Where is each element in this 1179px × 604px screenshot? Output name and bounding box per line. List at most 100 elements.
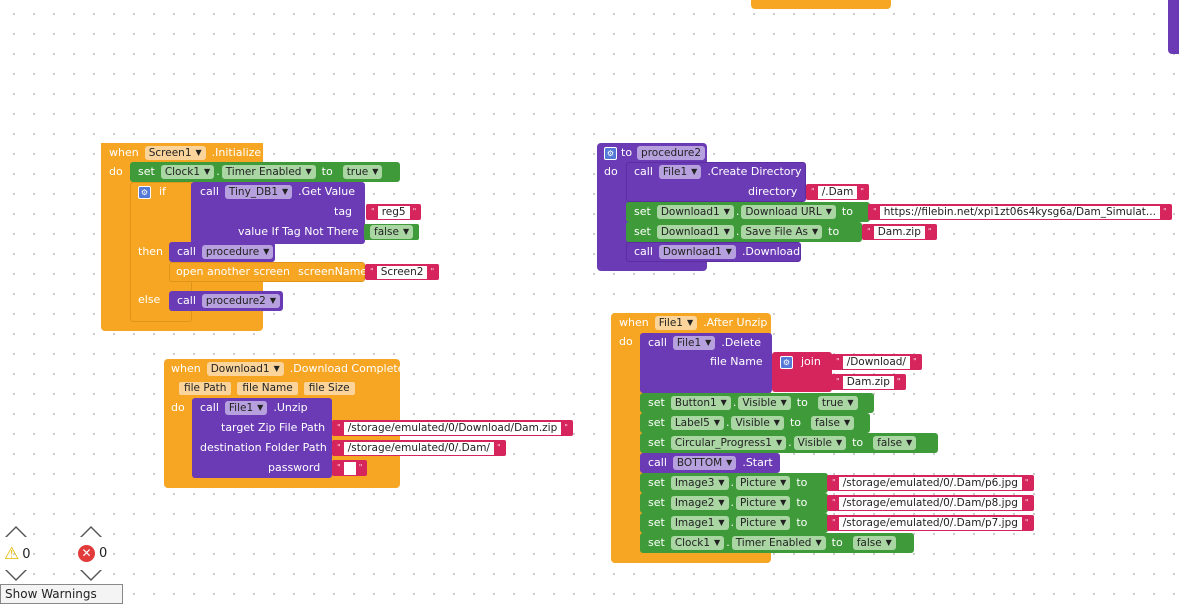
procedure-dropdown[interactable]: procedure▼ <box>201 245 274 259</box>
after-unzip-event-label: .After Unzip <box>703 316 768 329</box>
previous-error-arrow[interactable] <box>80 526 102 537</box>
call-keyword: call <box>200 185 219 198</box>
screen1-component-dropdown[interactable]: Screen1▼ <box>144 146 206 160</box>
button1-dropdown[interactable]: Button1▼ <box>670 396 731 410</box>
visible-dropdown[interactable]: Visible▼ <box>793 436 847 450</box>
show-warnings-button[interactable]: Show Warnings <box>0 584 123 604</box>
set-keyword: set <box>634 225 651 238</box>
procedure2-name-field[interactable]: procedure2 <box>637 146 706 160</box>
previous-warning-arrow[interactable] <box>5 526 27 537</box>
screen2-text-block[interactable]: "Screen2" <box>365 264 440 280</box>
errors-count: 0 <box>99 546 108 561</box>
call-keyword: call <box>200 401 219 414</box>
bottom-dropdown[interactable]: BOTTOM▼ <box>672 456 737 470</box>
clock1-dropdown[interactable]: Clock1▼ <box>160 165 215 179</box>
dot-separator: . <box>726 536 730 549</box>
create-directory-method-label: .Create Directory <box>707 165 802 178</box>
save-file-as-dropdown[interactable]: Save File As▼ <box>741 225 823 239</box>
true-boolean-block[interactable]: true▼ <box>811 395 864 411</box>
error-indicator[interactable]: ✕ 0 <box>78 545 107 562</box>
picture-dropdown[interactable]: Picture▼ <box>736 516 791 530</box>
to-keyword: to <box>796 396 808 409</box>
download1-component-dropdown[interactable]: Download1▼ <box>206 362 284 376</box>
file-path-parameter[interactable]: file Path <box>179 381 232 395</box>
dot-separator: . <box>216 165 220 178</box>
false-boolean-block[interactable]: false▼ <box>805 415 861 431</box>
to-keyword: to <box>796 496 808 509</box>
partial-event-block-top[interactable] <box>751 0 891 9</box>
file1-dropdown[interactable]: File1▼ <box>224 401 268 415</box>
gear-icon[interactable]: ⚙ <box>138 185 151 199</box>
download1-dropdown[interactable]: Download1▼ <box>658 245 736 259</box>
file-size-parameter[interactable]: file Size <box>303 381 355 395</box>
download-folder-text-block[interactable]: "/Download/" <box>831 354 922 370</box>
image2-dropdown[interactable]: Image2▼ <box>670 496 729 510</box>
false-boolean-block[interactable]: false▼ <box>846 535 902 551</box>
dot-separator: . <box>735 205 740 218</box>
true-boolean-block[interactable]: true▼ <box>336 164 389 180</box>
download-complete-event-label: .Download Complete <box>289 362 405 375</box>
set-keyword: set <box>648 436 665 449</box>
open-another-screen-label: open another screen <box>176 265 291 278</box>
image1-dropdown[interactable]: Image1▼ <box>670 516 729 530</box>
dam-directory-text-block[interactable]: "/.Dam" <box>806 184 869 200</box>
download1-dropdown[interactable]: Download1▼ <box>656 205 734 219</box>
open-another-screen-block[interactable] <box>169 262 365 282</box>
file1-dropdown[interactable]: File1▼ <box>672 336 716 350</box>
screen-name-label: screenName <box>298 265 368 278</box>
visible-dropdown[interactable]: Visible▼ <box>738 396 791 410</box>
picture-dropdown[interactable]: Picture▼ <box>736 496 791 510</box>
file1-create-directory-block[interactable] <box>626 162 806 202</box>
error-icon: ✕ <box>78 545 95 562</box>
circular-progress1-dropdown[interactable]: Circular_Progress1▼ <box>670 436 787 450</box>
destination-folder-text-block[interactable]: "/storage/emulated/0/.Dam/" <box>332 440 506 456</box>
timer-enabled-dropdown[interactable]: Timer Enabled▼ <box>731 536 826 550</box>
to-keyword: to <box>789 416 801 429</box>
warning-indicator[interactable]: ⚠ 0 <box>4 545 31 563</box>
gear-icon[interactable]: ⚙ <box>780 355 793 369</box>
next-warning-arrow[interactable] <box>5 570 27 581</box>
timer-enabled-dropdown[interactable]: Timer Enabled▼ <box>221 165 316 179</box>
password-label: password <box>268 461 321 474</box>
call-keyword: call <box>634 245 653 258</box>
save-file-name-text-block[interactable]: "Dam.zip" <box>862 224 937 240</box>
warnings-count: 0 <box>22 546 31 562</box>
label5-dropdown[interactable]: Label5▼ <box>670 416 724 430</box>
image1-path-text-block[interactable]: "/storage/emulated/0/.Dam/p7.jpg" <box>827 515 1034 531</box>
next-error-arrow[interactable] <box>80 570 102 581</box>
download1-dropdown[interactable]: Download1▼ <box>656 225 734 239</box>
to-keyword: to <box>828 225 840 238</box>
image3-path-text-block[interactable]: "/storage/emulated/0/.Dam/p6.jpg" <box>827 475 1034 491</box>
dot-separator: . <box>732 396 737 409</box>
gear-icon[interactable]: ⚙ <box>604 146 617 160</box>
tinydb1-dropdown[interactable]: Tiny_DB1▼ <box>224 185 293 199</box>
tag-text-block[interactable]: "reg5" <box>366 204 422 220</box>
false-boolean-block[interactable]: false▼ <box>867 435 923 451</box>
file-name-label: file Name <box>710 355 763 368</box>
dot-separator: . <box>730 496 735 509</box>
dam-zip-text-block[interactable]: "Dam.zip" <box>831 374 906 390</box>
download-url-dropdown[interactable]: Download URL▼ <box>741 205 836 219</box>
image3-dropdown[interactable]: Image3▼ <box>670 476 729 490</box>
set-keyword: set <box>138 165 155 178</box>
set-keyword: set <box>648 496 665 509</box>
partial-procedure-block-right[interactable] <box>1168 0 1179 54</box>
visible-dropdown[interactable]: Visible▼ <box>731 416 784 430</box>
to-keyword: to <box>321 165 333 178</box>
procedure2-dropdown[interactable]: procedure2▼ <box>201 294 281 308</box>
download-url-text-block[interactable]: "https://filebin.net/xpi1zt06s4kysg6a/Da… <box>868 204 1172 220</box>
when-keyword: when <box>619 316 649 329</box>
false-boolean-block[interactable]: false▼ <box>364 224 420 240</box>
value-if-tag-not-there-label: value If Tag Not There <box>238 225 359 238</box>
picture-dropdown[interactable]: Picture▼ <box>736 476 791 490</box>
file1-component-dropdown[interactable]: File1▼ <box>654 316 698 330</box>
file-name-parameter[interactable]: file Name <box>237 381 298 395</box>
password-text-block[interactable]: "" <box>332 460 368 476</box>
call-keyword: call <box>648 456 667 469</box>
when-keyword: when <box>171 362 201 375</box>
target-zip-path-text-block[interactable]: "/storage/emulated/0/Download/Dam.zip" <box>332 420 573 436</box>
file1-dropdown[interactable]: File1▼ <box>658 165 702 179</box>
join-label: join <box>801 355 821 368</box>
image2-path-text-block[interactable]: "/storage/emulated/0/.Dam/p8.jpg" <box>827 495 1034 511</box>
clock1-dropdown[interactable]: Clock1▼ <box>670 536 725 550</box>
